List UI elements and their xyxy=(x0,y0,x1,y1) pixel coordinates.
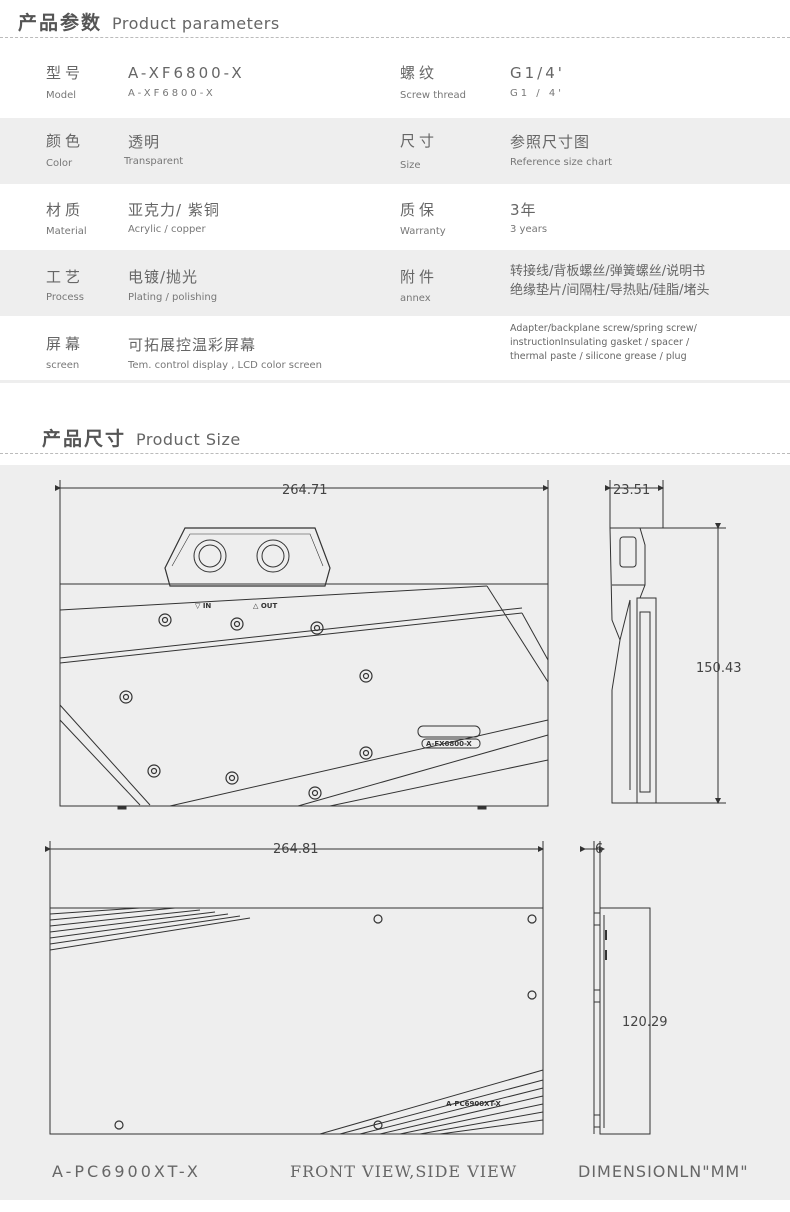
label-cn: 材质 xyxy=(46,201,85,219)
label-en: Screw thread xyxy=(400,90,467,101)
size-drawing-panel: 264.71 23.51 150.43 264.81 6 120.29 ▽ IN… xyxy=(0,465,790,1200)
value-main: 透明 xyxy=(128,133,161,151)
plate-model-bottom: A-PC6900XT-X xyxy=(446,1100,502,1108)
plate-model-top: A-FX6800-X xyxy=(426,740,472,748)
value-sub: Tem. control display , LCD color screen xyxy=(128,360,323,371)
section-title-size: 产品尺寸 Product Size xyxy=(42,424,241,451)
label-cn: 尺寸 xyxy=(400,132,439,150)
value-sub: Plating / polishing xyxy=(128,292,218,303)
divider xyxy=(0,37,790,38)
label-en: Color xyxy=(46,158,73,169)
annex-en-line-3: thermal paste / silicone grease / plug xyxy=(510,351,687,362)
label-cn: 附件 xyxy=(400,268,439,286)
caption-model: A-PC6900XT-X xyxy=(52,1162,201,1181)
value-main: A-XF6800-X xyxy=(128,64,245,82)
value-sub: G1 / 4' xyxy=(510,88,564,99)
param-row-process: 工艺 Process 电镀/抛光 Plating / polishing 附件 … xyxy=(0,250,790,316)
label-en: Warranty xyxy=(400,226,446,237)
param-row-color: 颜色 Color 透明 Transparent 尺寸 Size 参照尺寸图 Re… xyxy=(0,118,790,184)
value-main: 电镀/抛光 xyxy=(128,268,199,286)
section-title-parameters: 产品参数 Product parameters xyxy=(18,8,280,35)
section-title-en: Product parameters xyxy=(112,14,280,33)
section-title-en: Product Size xyxy=(136,430,241,449)
value-main: G1/4' xyxy=(510,64,565,82)
label-en: Process xyxy=(46,292,84,303)
value-sub: A-XF6800-X xyxy=(128,88,216,99)
label-en: Model xyxy=(46,90,77,101)
label-cn: 质保 xyxy=(400,201,439,219)
label-cn: 工艺 xyxy=(46,268,85,286)
label-cn: 颜色 xyxy=(46,132,85,150)
technical-drawing: 264.71 23.51 150.43 264.81 6 120.29 ▽ IN… xyxy=(45,480,742,1135)
side-view-block xyxy=(605,480,726,804)
value-line-1: 转接线/背板螺丝/弹簧螺丝/说明书 xyxy=(510,264,706,279)
label-cn: 型号 xyxy=(46,64,85,82)
dim-side-depth: 23.51 xyxy=(613,483,650,498)
annex-en-line-2: instructionInsulating gasket / spacer / xyxy=(510,337,690,348)
dim-front-width: 264.71 xyxy=(282,483,328,498)
value-main: 亚克力/ 紫铜 xyxy=(128,201,220,219)
label-cn: 螺纹 xyxy=(400,64,439,82)
divider xyxy=(0,453,790,454)
front-view-backplate xyxy=(45,841,544,1135)
label-in: ▽ IN xyxy=(195,602,211,610)
value-line-2: 绝缘垫片/间隔柱/导热贴/硅脂/堵头 xyxy=(510,283,710,298)
dim-back-height: 120.29 xyxy=(622,1015,668,1030)
value-sub: 3 years xyxy=(510,224,548,235)
caption-dimension: DIMENSIONLN"MM" xyxy=(578,1162,749,1181)
value-main: 3年 xyxy=(510,201,537,219)
label-en: screen xyxy=(46,360,80,371)
param-row-model: 型号 Model A-XF6800-X A-XF6800-X 螺纹 Screw … xyxy=(0,50,790,116)
dim-side-height: 150.43 xyxy=(696,661,742,676)
param-row-screen: 屏幕 screen 可拓展控温彩屏幕 Tem. control display … xyxy=(0,316,790,382)
front-view-block xyxy=(55,480,549,810)
caption-views: FRONT VIEW,SIDE VIEW xyxy=(290,1162,518,1181)
value-sub: Transparent xyxy=(124,156,184,167)
value-main: 可拓展控温彩屏幕 xyxy=(128,336,257,354)
side-view-backplate xyxy=(580,841,651,1135)
value-sub: Reference size chart xyxy=(510,157,613,168)
value-main: 参照尺寸图 xyxy=(510,133,591,151)
label-en: Material xyxy=(46,226,87,237)
dim-back-width: 264.81 xyxy=(273,842,319,857)
param-footer-band xyxy=(0,380,790,383)
label-en: annex xyxy=(400,293,431,304)
section-title-cn: 产品尺寸 xyxy=(42,428,127,450)
dim-back-depth: 6 xyxy=(595,842,603,857)
label-cn: 屏幕 xyxy=(46,335,85,353)
param-row-material: 材质 Material 亚克力/ 紫铜 Acrylic / copper 质保 … xyxy=(0,184,790,250)
annex-en-line-1: Adapter/backplane screw/spring screw/ xyxy=(510,323,697,334)
label-en: Size xyxy=(400,160,421,171)
value-sub: Acrylic / copper xyxy=(128,224,206,235)
label-out: △ OUT xyxy=(253,602,277,610)
section-title-cn: 产品参数 xyxy=(18,12,103,34)
